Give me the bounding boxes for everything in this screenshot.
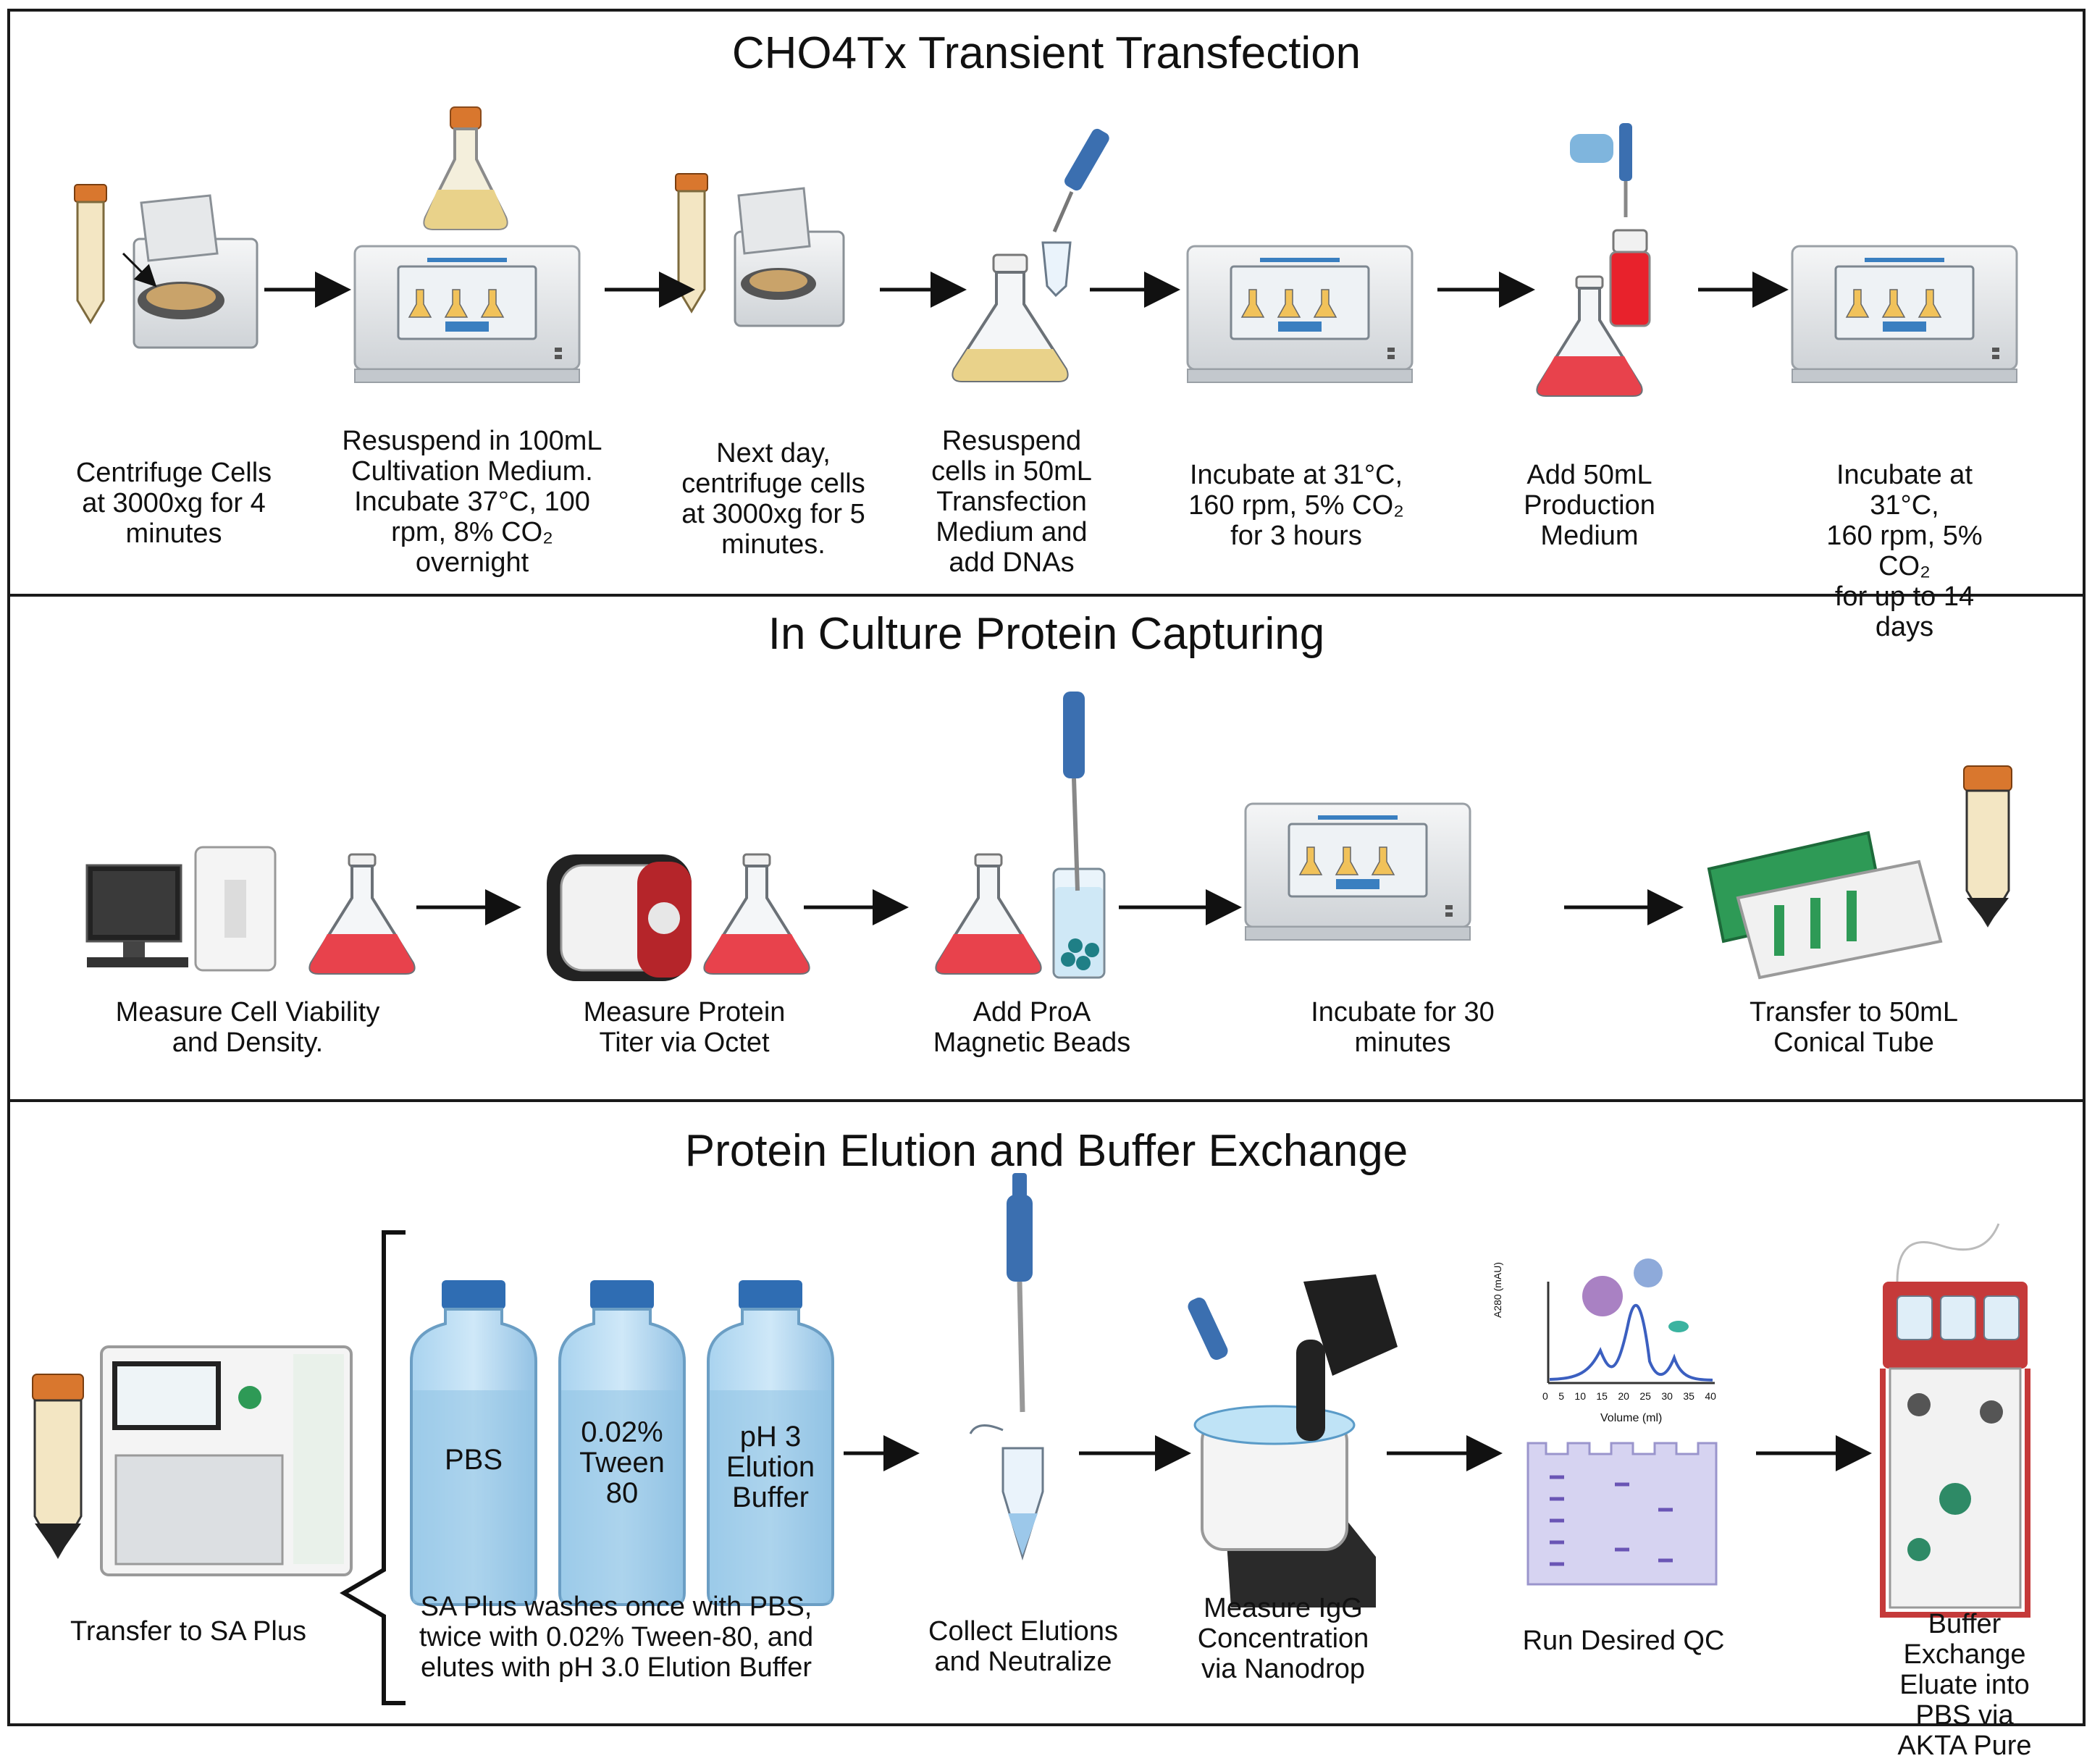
magnetic-rack-icon: [1707, 831, 1943, 980]
step-label: Measure Cell Viability and Density.: [115, 997, 380, 1058]
incubator-icon: [1791, 245, 2018, 384]
octet-instrument-icon: [547, 854, 692, 981]
centrifuge-icon: [674, 172, 845, 327]
x-tick: 30: [1661, 1390, 1673, 1402]
panel-divider-1: [7, 594, 2086, 597]
step-label: SA Plus washes once with PBS, twice with…: [419, 1592, 814, 1683]
conical-tube-icon: [32, 1374, 84, 1560]
bottle-label-tween: 0.02% Tween 80: [579, 1416, 665, 1509]
step-label: Incubate at 31°C, 160 rpm, 5% CO₂ for 3 …: [1188, 460, 1404, 551]
x-tick: 10: [1574, 1390, 1586, 1402]
step-label: Next day, centrifuge cells at 3000xg for…: [681, 438, 865, 560]
panel-title-capturing: In Culture Protein Capturing: [768, 609, 1325, 659]
step-label: Transfer to SA Plus: [70, 1616, 306, 1647]
x-tick: 15: [1596, 1390, 1608, 1402]
magnetic-beads-icon: [935, 692, 1106, 979]
step-label: Resuspend in 100mL Cultivation Medium. I…: [342, 426, 602, 578]
step-label: Transfer to 50mL Conical Tube: [1750, 997, 1958, 1058]
x-tick: 25: [1639, 1390, 1651, 1402]
incubator-icon: [1244, 802, 1471, 941]
x-tick: 35: [1683, 1390, 1694, 1402]
sa-plus-instrument-icon: [100, 1345, 353, 1576]
conical-tube-icon: [1963, 765, 2012, 928]
microcentrifuge-tube-icon: [969, 1424, 1044, 1561]
yellow-flask-icon: [423, 106, 508, 230]
centrifuge-icon: [73, 183, 259, 349]
incubator-icon: [1186, 245, 1414, 384]
step-label: Collect Elutions and Neutralize: [928, 1616, 1118, 1677]
step-label: Resuspend cells in 50mL Transfection Med…: [931, 426, 1092, 578]
x-tick: 40: [1705, 1390, 1716, 1402]
step-label: Add 50mL Production Medium: [1524, 460, 1655, 551]
media-bottles-icon: [410, 1280, 834, 1606]
incubator-icon: [353, 245, 581, 384]
step-label: Add ProA Magnetic Beads: [933, 997, 1131, 1058]
bottle-label-elution-buffer: pH 3 Elution Buffer: [726, 1421, 815, 1513]
step-label: Incubate at 31°C, 160 rpm, 5% CO₂ for up…: [1826, 460, 1983, 642]
chromatogram-x-label: Volume (ml): [1600, 1412, 1663, 1424]
bottle-label-pbs: PBS: [444, 1444, 503, 1476]
panel-title-elution: Protein Elution and Buffer Exchange: [684, 1126, 1408, 1176]
step-label: Run Desired QC: [1522, 1626, 1725, 1656]
chromatogram-x-ticks: 0 5 10 15 20 25 30 35 40: [1542, 1390, 1716, 1402]
red-flask-icon: [308, 853, 416, 975]
x-tick: 5: [1558, 1390, 1564, 1402]
panel-title-transfection: CHO4Tx Transient Transfection: [731, 28, 1361, 78]
cell-counter-icon: [85, 846, 277, 972]
step-label: Measure Protein Titer via Octet: [583, 997, 786, 1058]
nanodrop-icon: [1188, 1274, 1398, 1607]
production-medium-icon: [1536, 123, 1651, 397]
x-tick: 20: [1618, 1390, 1629, 1402]
step-label: Incubate for 30 minutes: [1311, 997, 1495, 1058]
chromatogram-y-label: A280 (mAU): [1492, 1261, 1503, 1318]
step-label: Buffer Exchange Eluate into PBS via AKTA…: [1897, 1609, 2032, 1761]
sds-page-gel-icon: [1526, 1442, 1718, 1586]
step-label: Centrifuge Cells at 3000xg for 4 minutes: [75, 458, 272, 549]
step-label: Measure IgG Concentration via Nanodrop: [1197, 1593, 1369, 1684]
x-tick: 0: [1542, 1390, 1548, 1402]
pipette-icon: [1007, 1173, 1033, 1413]
chromatogram-icon: [1547, 1258, 1715, 1384]
panel-divider-2: [7, 1099, 2086, 1102]
figure-frame: [7, 9, 2086, 1726]
bracket-icon: [340, 1230, 406, 1705]
flask-with-pipette-icon: [952, 128, 1109, 382]
red-flask-icon: [703, 853, 810, 975]
akta-pure-icon: [1880, 1223, 2030, 1618]
